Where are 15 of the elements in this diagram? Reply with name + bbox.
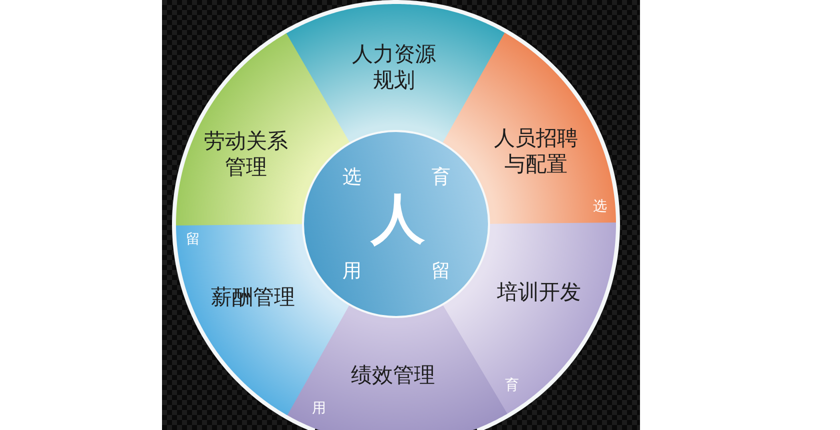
stage-label: 育 xyxy=(505,378,519,394)
sector-label: 绩效管理 xyxy=(351,363,435,389)
sector-label: 人员招聘与配置 xyxy=(493,126,579,178)
sector-label: 薪酬管理 xyxy=(211,285,295,311)
stage-label: 留 xyxy=(186,232,200,248)
hub-glyph: 人 xyxy=(371,191,425,245)
sector-label: 培训开发 xyxy=(497,280,581,306)
sector-label: 劳动关系管理 xyxy=(203,129,289,181)
stage-label: 留 xyxy=(432,260,450,282)
stage-label: 选 xyxy=(342,166,362,188)
stage-label: 育 xyxy=(432,166,450,188)
stage-label: 用 xyxy=(312,401,326,417)
stage-label: 用 xyxy=(342,260,362,282)
sector-label: 人力资源规划 xyxy=(351,42,437,94)
stage-label: 选 xyxy=(593,199,607,215)
